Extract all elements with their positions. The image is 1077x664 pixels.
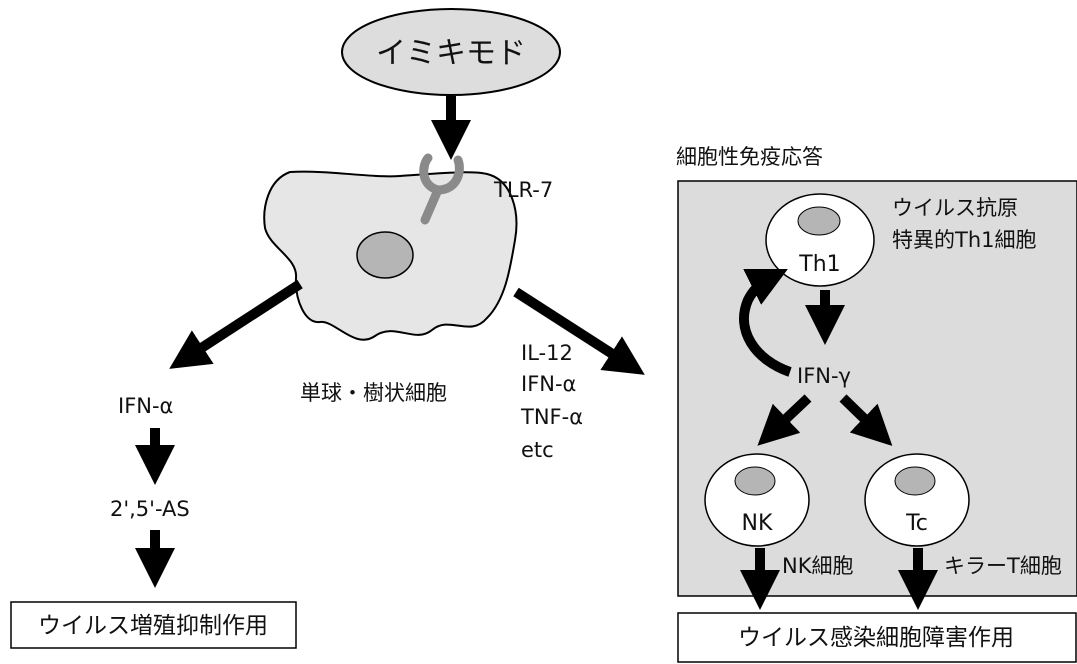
nk-nucleus — [734, 466, 776, 496]
cytokine-item: etc — [521, 438, 554, 462]
tlr7-receptor-icon — [419, 153, 464, 225]
infected-cell-damage-label: ウイルス感染細胞障害作用 — [738, 625, 1014, 651]
feedback-arrow — [739, 269, 792, 377]
tc-label: Tc — [905, 511, 928, 536]
apc-cell-label: 単球・樹状細胞 — [300, 381, 447, 405]
cytokine-item: IFN-α — [521, 372, 576, 396]
arrow-apc-to-ifn-alpha — [169, 279, 303, 369]
nk-label: NK — [742, 511, 773, 536]
arrow-ifn-gamma-to-nk — [757, 394, 812, 446]
apc-nucleus — [356, 231, 414, 279]
cellular-immunity-header: 細胞性免疫応答 — [676, 145, 823, 169]
th1-label: Th1 — [798, 252, 840, 277]
antiviral-result-box — [10, 601, 297, 649]
enzyme-label: 2',5'-AS — [110, 497, 190, 521]
infected-cell-damage-box — [677, 612, 1077, 663]
tlr7-label: TLR-7 — [493, 178, 553, 202]
tc-cell — [864, 453, 970, 547]
nk-cell — [704, 453, 810, 547]
antiviral-result-label: ウイルス増殖抑制作用 — [38, 613, 268, 639]
th1-desc-line: ウイルス抗原 — [892, 196, 1018, 220]
arrow-ifn-gamma-to-tc — [839, 394, 893, 446]
th1-desc-line: 特異的Th1細胞 — [892, 228, 1037, 252]
cytokine-item: TNF-α — [520, 405, 583, 429]
imiquimod-label: イミキモド — [376, 36, 526, 71]
th1-cell — [765, 193, 875, 287]
imiquimod-ellipse — [341, 8, 561, 96]
nk-cell-label: NK細胞 — [782, 554, 853, 578]
ifn-gamma-label: IFN-γ — [797, 364, 851, 388]
killer-t-cell-label: キラーT細胞 — [944, 554, 1062, 578]
th1-nucleus — [797, 206, 841, 236]
ifn-alpha-label: IFN-α — [118, 394, 173, 418]
cytokine-item: IL-12 — [521, 341, 573, 365]
arrow-apc-to-cytokines — [513, 287, 645, 375]
tc-nucleus — [894, 466, 936, 496]
